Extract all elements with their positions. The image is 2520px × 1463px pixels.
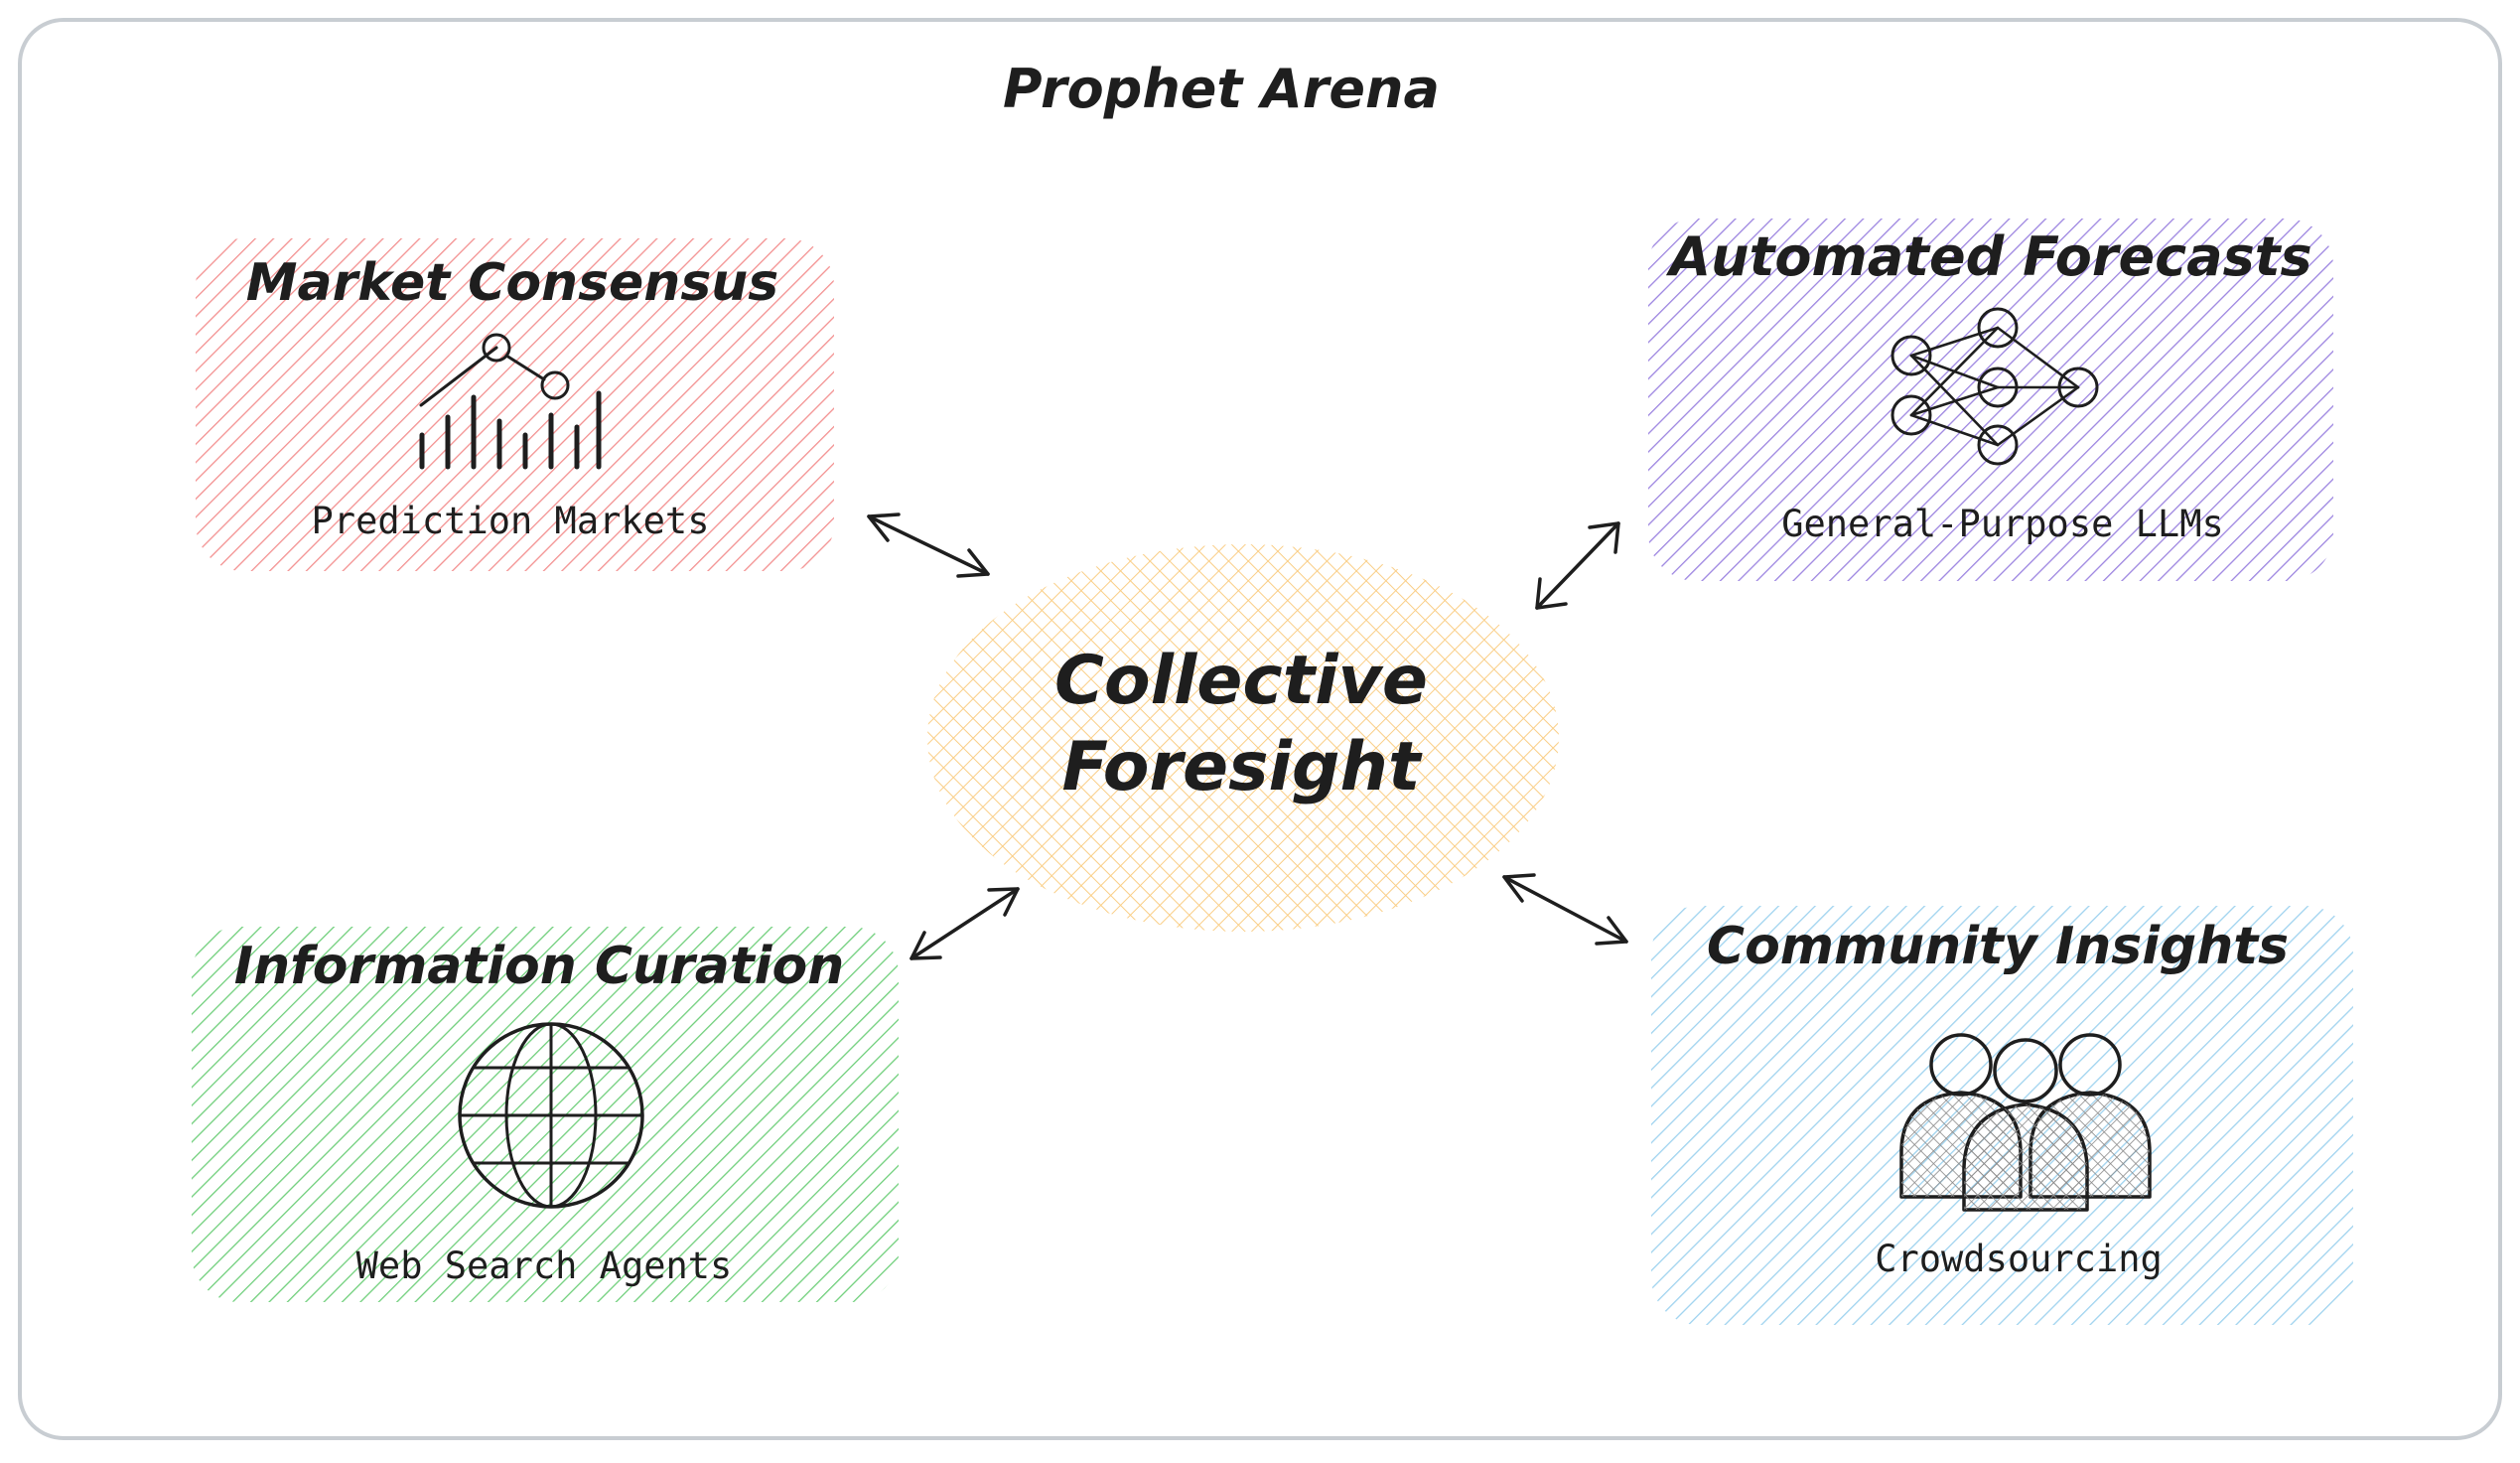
automated-forecasts-heading: Automated Forecasts	[1665, 225, 2311, 288]
information-curation-caption: Web Search Agents	[356, 1244, 733, 1287]
diagram-title: Prophet Arena	[1003, 58, 1440, 120]
globe-icon	[458, 1022, 644, 1209]
arrow-market-to-center	[867, 512, 990, 578]
node-market-consensus: Market Consensus Prediction Markets	[196, 238, 834, 571]
arrow-automated-to-center	[1535, 521, 1620, 610]
node-automated-forecasts: Automated Forecasts General-Purpose LLMs	[1648, 219, 2333, 581]
chart-icon	[419, 333, 602, 470]
automated-forecasts-caption: General-Purpose LLMs	[1781, 503, 2224, 545]
center-line-1: Collective	[1054, 642, 1428, 720]
arrow-information-to-center	[910, 887, 1020, 960]
market-consensus-heading: Market Consensus	[246, 253, 779, 313]
market-consensus-caption: Prediction Markets	[312, 500, 710, 542]
node-information-curation: Information Curation Web Search Agents	[192, 927, 899, 1302]
neural-network-icon	[1890, 307, 2099, 466]
center-line-2: Foresight	[1062, 728, 1423, 806]
center-collective-foresight: Collective Foresight	[927, 544, 1559, 932]
people-icon	[1899, 1033, 2152, 1212]
arrow-community-to-center	[1502, 873, 1628, 946]
community-insights-heading: Community Insights	[1707, 917, 2289, 976]
community-insights-caption: Crowdsourcing	[1875, 1238, 2163, 1280]
node-community-insights: Community Insights Crowdsourcing	[1651, 906, 2353, 1325]
information-curation-heading: Information Curation	[234, 937, 845, 996]
